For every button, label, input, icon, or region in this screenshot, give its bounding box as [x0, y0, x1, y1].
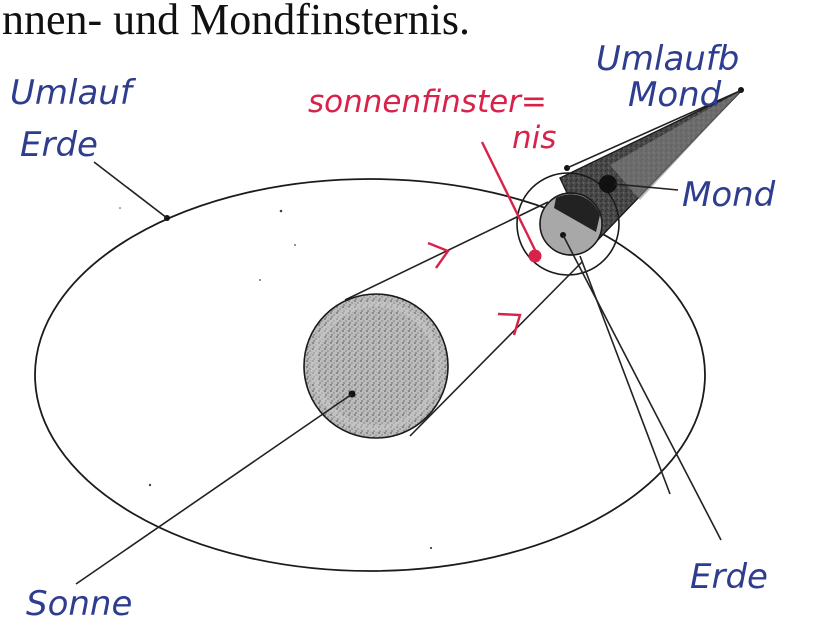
sun: [300, 290, 452, 442]
label-solar-eclipse-line2: nis: [512, 120, 556, 156]
pointer-earth: [563, 235, 721, 540]
label-solar-eclipse-line1: sonnenfinster=: [308, 84, 547, 120]
label-earth: Erde: [690, 557, 768, 597]
solar-eclipse-marker: [529, 250, 542, 263]
label-moon: Mond: [682, 175, 776, 215]
label-orbit-moon-line2: Mond: [628, 75, 722, 115]
earth: [540, 193, 602, 255]
pointer-earth-orbit: [94, 162, 167, 218]
pointer-sun: [76, 394, 352, 584]
label-sun: Sonne: [26, 584, 132, 624]
label-orbit-moon-line1: Umlaufb: [596, 39, 739, 79]
label-orbit-earth-line1: Umlauf: [10, 73, 137, 113]
direction-arrow-lower: [498, 314, 520, 335]
label-orbit-earth-line2: Erde: [20, 125, 98, 165]
header-text: nnen- und Mondfinsternis.: [2, 0, 470, 44]
pointer-earth-2: [580, 256, 670, 494]
pointer-solar-eclipse: [482, 142, 535, 250]
